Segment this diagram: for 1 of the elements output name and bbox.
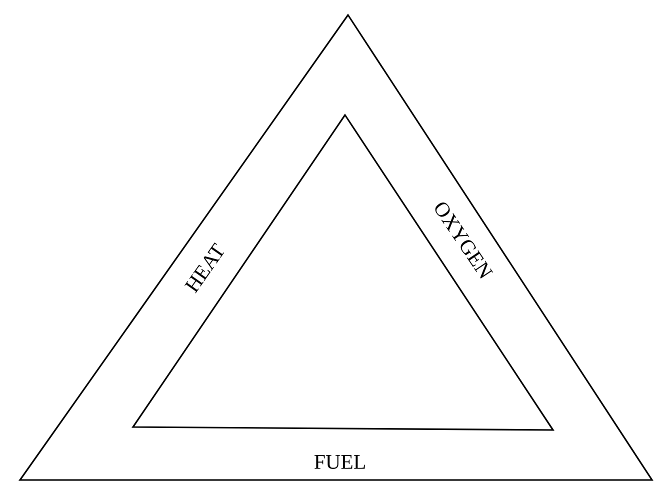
side-label: FUEL [314, 455, 365, 469]
